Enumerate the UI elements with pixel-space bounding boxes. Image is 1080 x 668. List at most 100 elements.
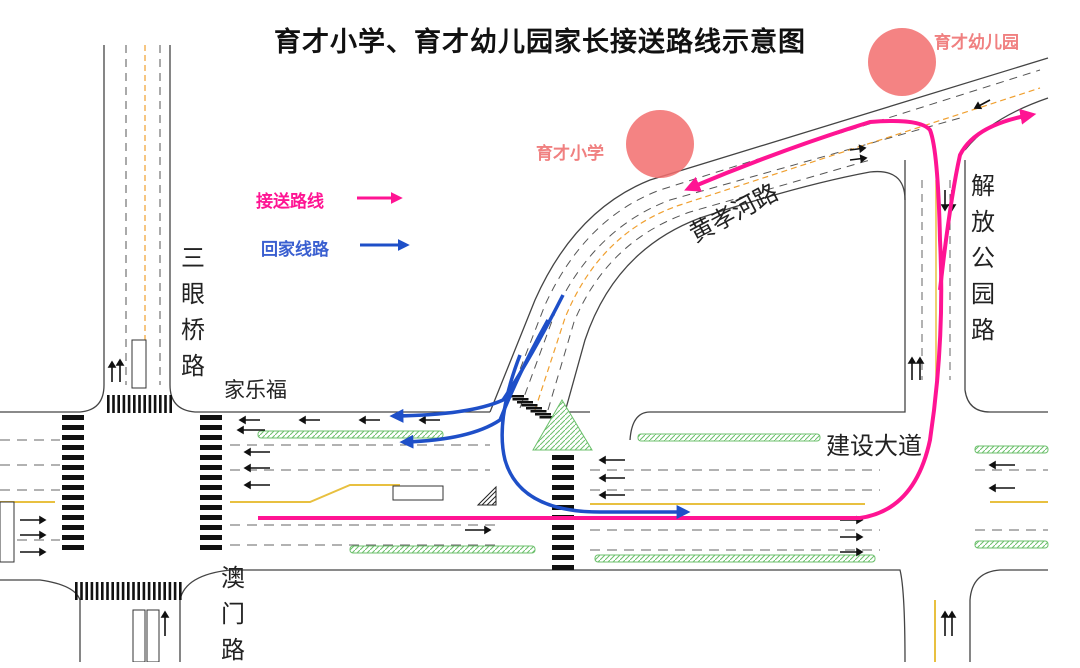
lane-arrow-head	[243, 463, 251, 473]
lane-arrow-head	[484, 525, 492, 535]
lane-lines-huangxiaohe	[504, 69, 1041, 411]
crosswalk-stripe	[116, 582, 120, 600]
road-name-sanyanqiao: 三眼桥路	[181, 244, 205, 380]
crosswalk-stripe	[517, 401, 533, 404]
sign-boxes	[0, 339, 444, 662]
crosswalk-stripe	[62, 435, 84, 440]
crosswalk-stripe	[552, 565, 574, 570]
crosswalk-stripe	[132, 582, 135, 600]
crosswalk-stripe	[75, 582, 78, 600]
crosswalk-stripe	[133, 395, 136, 413]
lane-arrow-head	[243, 480, 251, 490]
crosswalk-stripe	[148, 395, 152, 413]
crosswalk-stripe	[200, 415, 222, 420]
crosswalk-stripe	[552, 475, 574, 480]
crosswalk-stripe	[552, 545, 574, 550]
lane-arrow-head	[598, 455, 606, 465]
road-name-aomen: 澳门路	[221, 564, 245, 664]
crosswalk-stripe	[138, 395, 141, 413]
crosswalk-stripe	[158, 582, 161, 600]
crosswalk-stripe	[200, 515, 222, 520]
crosswalk-stripe	[168, 582, 172, 600]
kindergarten-marker	[868, 28, 936, 96]
lane-arrow-head	[907, 356, 917, 364]
crosswalk-stripe	[80, 582, 83, 600]
lane-arrow-head	[298, 415, 306, 425]
crosswalk-stripe	[153, 395, 157, 413]
crosswalk-stripe	[62, 505, 84, 510]
lane-arrow-head	[859, 154, 868, 164]
crosswalk-top	[107, 395, 172, 413]
crosswalk-right	[200, 415, 222, 550]
crosswalk-stripe	[200, 525, 222, 530]
road-name-jiefang-park: 解放公园路	[971, 172, 995, 344]
lane-arrows	[20, 99, 1015, 636]
crosswalk-stripe	[147, 582, 151, 600]
crosswalk-stripe	[173, 582, 177, 600]
crosswalk-stripe	[127, 395, 131, 413]
crosswalk-stripe	[62, 475, 84, 480]
crosswalk-stripe	[200, 425, 222, 430]
crosswalk-stripe	[200, 465, 222, 470]
crosswalk-stripe	[142, 582, 146, 600]
centerline-huangxiaohe	[534, 87, 1041, 411]
crosswalk-stripe	[163, 582, 166, 600]
curb-yellow	[0, 484, 1048, 662]
road-name-jianshe: 建设大道	[826, 432, 922, 460]
pickup-route-branch	[938, 108, 1037, 291]
lane-arrow-head	[418, 415, 426, 425]
crosswalk-stripe	[200, 445, 222, 450]
crosswalk-stripe	[552, 485, 574, 490]
lane-arrow-head	[988, 483, 996, 493]
crosswalk-stripe	[552, 555, 574, 560]
crosswalk-stripe	[106, 582, 109, 600]
crosswalk-stripe	[200, 475, 222, 480]
crosswalk-stripe	[62, 425, 84, 430]
home-routes	[389, 294, 691, 519]
crosswalk-stripe	[508, 395, 524, 398]
crosswalk-stripe	[62, 455, 84, 460]
crosswalk-stripe	[62, 535, 84, 540]
crosswalk-stripe	[200, 545, 222, 550]
lane-arrow-head	[243, 447, 251, 457]
lane-arrow-head	[598, 490, 606, 500]
lane-arrow-head	[39, 515, 47, 525]
crosswalk-stripe	[137, 582, 140, 600]
lane-arrow-head	[915, 356, 925, 364]
crosswalk-stripe	[512, 398, 529, 401]
crosswalk-stripe	[62, 485, 84, 490]
crosswalk-stripe	[552, 455, 574, 460]
crosswalk-stripe	[169, 395, 172, 413]
crosswalk-stripe	[200, 505, 222, 510]
crosswalk-stripe	[107, 395, 110, 413]
crosswalk-stripe	[62, 445, 84, 450]
crosswalk-stripe	[62, 525, 84, 530]
lane-arrow-head	[947, 610, 957, 618]
crosswalk-left	[62, 415, 84, 550]
crosswalk-stripe	[62, 495, 84, 500]
crosswalk-stripe	[552, 525, 574, 530]
crosswalk-stripe	[62, 465, 84, 470]
page-title: 育才小学、育才幼儿园家长接送路线示意图	[274, 27, 806, 58]
kindergarten-label: 育才幼儿园	[934, 33, 1019, 53]
lane-arrow-head	[973, 101, 983, 110]
crosswalk-stripe	[530, 410, 547, 413]
lane-arrow-head	[598, 473, 606, 483]
crosswalk-stripe	[117, 395, 120, 413]
crosswalk-stripe	[164, 395, 167, 413]
lane-arrow-head	[160, 610, 170, 618]
crosswalk-stripe	[90, 582, 94, 600]
crosswalk-stripe	[122, 395, 126, 413]
crosswalk-stripe	[521, 404, 538, 407]
lane-lines-sanyanqiao	[125, 45, 161, 385]
hatched-zone	[476, 485, 497, 506]
crosswalk-stripe	[112, 395, 115, 413]
lane-arrow-head	[940, 204, 950, 212]
crosswalk-stripe	[62, 545, 84, 550]
lane-arrow-head	[238, 415, 246, 425]
crosswalk-stripe	[153, 582, 156, 600]
crosswalk-stripe	[95, 582, 99, 600]
crosswalk-stripe	[526, 407, 542, 410]
lane-arrow-head	[858, 144, 867, 154]
